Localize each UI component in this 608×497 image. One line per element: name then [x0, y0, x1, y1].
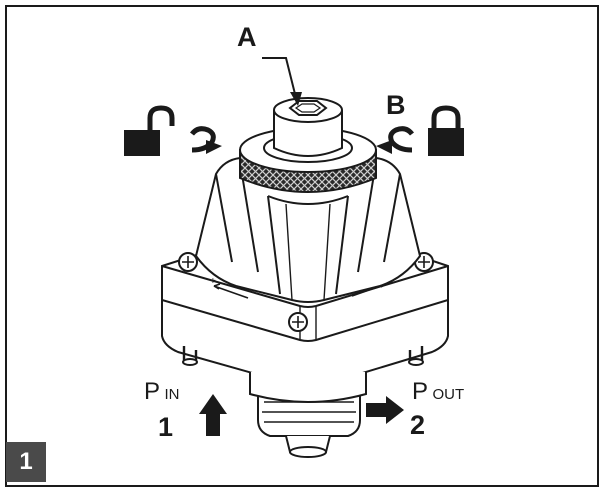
p-out-suffix: OUT [432, 386, 465, 403]
adjustment-knob [239, 97, 377, 193]
label-a: A [237, 22, 257, 52]
p-out-number: 2 [410, 410, 426, 440]
up-arrow-icon [199, 394, 227, 436]
p-out-prefix: P [412, 378, 429, 405]
p-in-suffix: IN [164, 386, 180, 403]
p-out-label: P OUT [412, 380, 464, 404]
p-in-label: P IN [144, 380, 179, 404]
p-in-prefix: P [144, 378, 161, 405]
locked-padlock-icon [428, 105, 464, 156]
unlocked-padlock-icon [124, 105, 175, 156]
svg-text:+: + [210, 276, 216, 287]
label-a-leader-arrow [262, 57, 302, 106]
right-arrow-icon [366, 396, 404, 424]
rotate-counterclockwise-arrow-icon [190, 126, 222, 154]
p-in-number: 1 [158, 412, 174, 442]
regulator-bonnet [194, 157, 422, 303]
threaded-outlet-fitting [257, 391, 361, 458]
figure-number-badge: 1 [6, 442, 46, 482]
rotate-clockwise-arrow-icon [376, 126, 414, 154]
label-b: B [386, 90, 406, 120]
